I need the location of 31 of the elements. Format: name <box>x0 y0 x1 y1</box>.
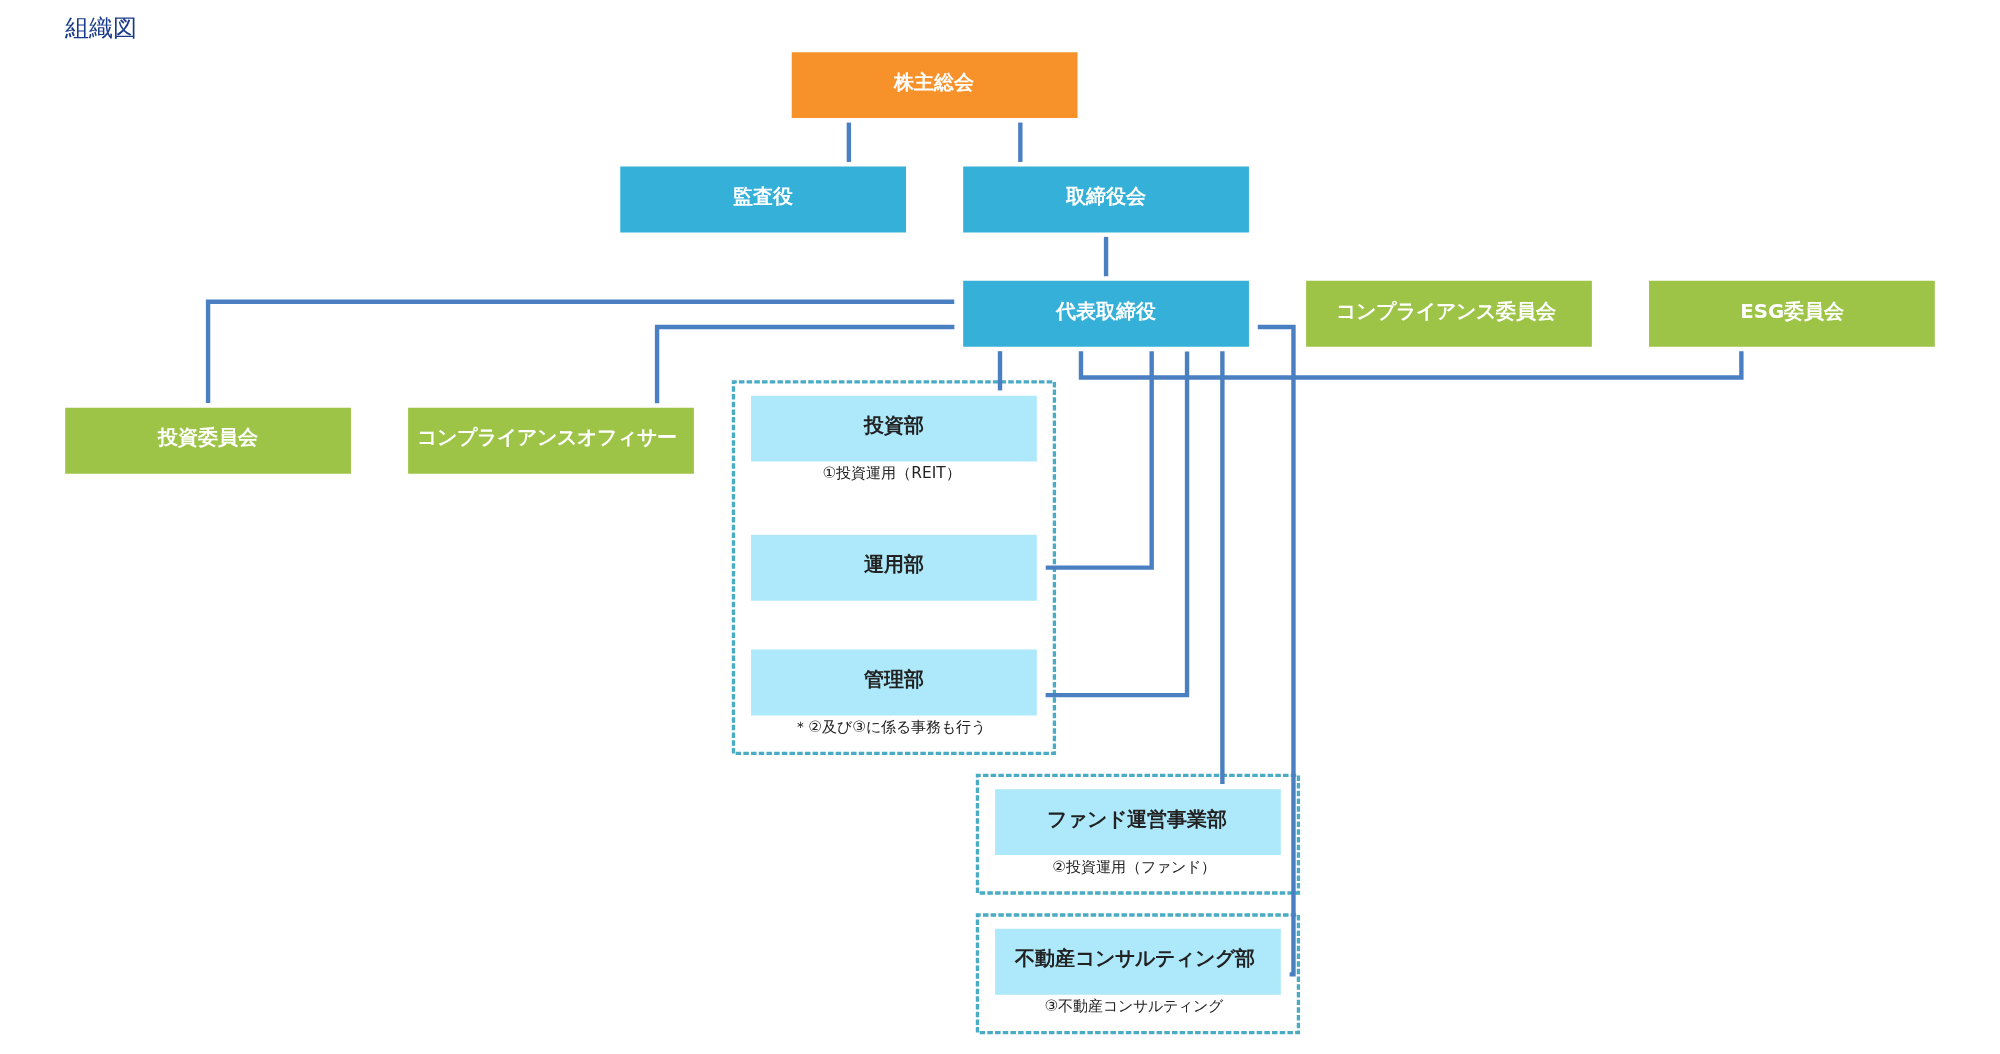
node-box: ESG委員会 <box>1649 280 1935 347</box>
node-box: 管理部 <box>751 649 1037 716</box>
node-box: 運用部 <box>751 534 1037 601</box>
connector <box>654 324 955 404</box>
node-box: コンプライアンスオフィサー <box>408 407 694 474</box>
cluster <box>975 913 1301 1035</box>
cluster <box>731 380 1057 756</box>
node-label: ③不動産コンサルティング <box>1044 997 1224 1016</box>
node-box: 投資部 <box>751 395 1037 462</box>
connector <box>1220 351 1225 785</box>
node-label: ①投資運用（REIT） <box>822 464 961 483</box>
connector <box>1018 122 1023 162</box>
cluster <box>975 773 1301 895</box>
node-box: コンプライアンス委員会 <box>1306 280 1592 347</box>
node-box: 不動産コンサルティング部 <box>995 928 1281 995</box>
node-box: ファンド運営事業部 <box>995 789 1281 856</box>
node-box: 監査役 <box>620 166 906 233</box>
node-box: 投資委員会 <box>65 407 351 474</box>
connector <box>1045 351 1190 698</box>
connector <box>846 122 852 162</box>
connector <box>1103 236 1109 277</box>
connector <box>1045 351 1154 570</box>
connector <box>1257 324 1296 977</box>
node-label: ＊②及び③に係る事務も行う <box>793 718 986 737</box>
diagram-title: 組織図 <box>65 14 138 43</box>
node-label: ②投資運用（ファンド） <box>1052 857 1217 876</box>
connector <box>997 351 1003 391</box>
node-box: 取締役会 <box>963 166 1249 233</box>
node-box: 代表取締役 <box>963 280 1249 347</box>
connector <box>205 299 955 404</box>
node-box: 株主総会 <box>791 52 1078 119</box>
